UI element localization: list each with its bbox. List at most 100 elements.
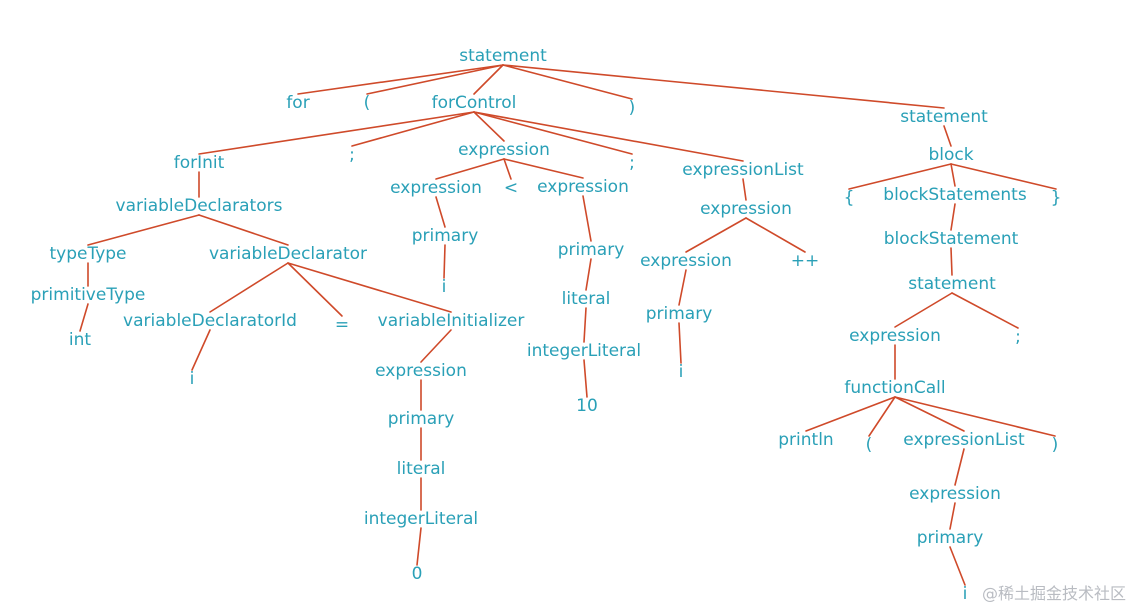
tree-edge [435,196,446,228]
tree-node-println: println [778,430,833,450]
tree-edge [868,396,896,437]
tree-node-for: for [286,93,309,113]
tree-edge [287,262,452,313]
tree-node-expression: expression [375,361,467,381]
tree-nodes: statement for ( forControl) statement forInit… [31,46,1062,604]
tree-node-statement: statement [459,46,547,66]
tree-edge [443,244,446,279]
tree-edge [685,217,747,253]
tree-node-int: int [69,330,91,350]
tree-edges [79,64,1057,586]
tree-node-: < [504,178,518,198]
tree-node-block: block [928,145,973,165]
tree-edge [950,203,956,231]
tree-edge [894,396,1056,437]
tree-edge [951,292,1019,329]
tree-node-variableDeclarators: variableDeclarators [116,196,283,216]
tree-edge [583,359,588,398]
tree-node-literal: literal [562,289,611,309]
tree-edge [805,396,896,432]
tree-node-: ) [1052,435,1059,455]
tree-edge [416,527,422,566]
tree-edge [894,292,953,328]
tree-node-: } [1051,188,1062,208]
tree-edge [503,158,512,180]
tree-edge [943,125,952,147]
tree-node-literal: literal [397,459,446,479]
tree-node-expression: expression [458,140,550,160]
tree-node-i: i [963,584,968,604]
tree-node-: ( [866,435,873,455]
tree-edge [198,214,289,246]
tree-node-forInit: forInit [174,153,225,173]
tree-node-primary: primary [412,226,479,246]
tree-edge [950,163,956,187]
tree-node-expression: expression [390,178,482,198]
tree-node-typeType: typeType [49,244,126,264]
tree-edge [949,502,956,530]
tree-edge [209,262,289,313]
tree-node-expressionList: expressionList [682,160,804,180]
tree-edge [582,195,592,242]
tree-node-functionCall: functionCall [844,378,945,398]
tree-node-expression: expression [640,251,732,271]
tree-edge [502,64,945,109]
tree-edge [950,163,1057,190]
tree-node-primary: primary [388,409,455,429]
tree-edge [503,158,584,179]
tree-node-i: i [679,362,684,382]
tree-node-variableInitializer: variableInitializer [378,311,525,331]
tree-edge [678,322,682,364]
tree-node-expression: expression [700,199,792,219]
tree-edge [420,329,452,363]
tree-node-: = [335,315,349,335]
tree-edge [473,111,633,155]
tree-node-primary: primary [558,240,625,260]
tree-node-blockStatement: blockStatement [884,229,1019,249]
tree-node-forControl: forControl [432,93,517,113]
tree-edge [473,64,504,95]
tree-node-: ; [1015,327,1021,347]
tree-edge [950,247,953,276]
watermark: @稀土掘金技术社区 [981,584,1126,603]
tree-node-: ; [629,153,635,173]
tree-node-: ) [629,98,636,118]
tree-edge [473,111,505,142]
tree-edge [949,546,966,586]
tree-edge [742,178,747,201]
tree-node-expression: expression [537,177,629,197]
tree-edge [678,269,687,306]
tree-node-integerLiteral: integerLiteral [527,341,641,361]
tree-edge [87,214,200,246]
tree-node-expressionList: expressionList [903,430,1025,450]
tree-edge [473,111,744,162]
tree-node-blockStatements: blockStatements [883,185,1027,205]
tree-node-i: i [190,369,195,389]
tree-edge [79,303,89,332]
tree-edge [954,448,965,486]
tree-edge [435,158,505,180]
tree-node-statement: statement [900,107,988,127]
tree-edge [287,262,343,317]
tree-node-10: 10 [576,396,598,416]
tree-edge [366,64,504,95]
tree-edge [297,64,504,95]
tree-node-: { [844,188,855,208]
tree-edge [351,111,475,147]
tree-edge [583,307,587,343]
tree-edge [585,258,592,291]
tree-node-statement: statement [908,274,996,294]
tree-node-primitiveType: primitiveType [31,285,146,305]
tree-node-: ( [364,93,371,113]
tree-node-0: 0 [412,564,423,584]
tree-node-variableDeclaratorId: variableDeclaratorId [123,311,297,331]
tree-node-integerLiteral: integerLiteral [364,509,478,529]
tree-node-variableDeclarator: variableDeclarator [209,244,367,264]
tree-node-: ++ [791,251,820,271]
tree-edge [198,111,475,155]
tree-edge [191,329,211,371]
tree-edge [894,396,965,432]
tree-edge [502,64,633,100]
tree-node-i: i [442,277,447,297]
